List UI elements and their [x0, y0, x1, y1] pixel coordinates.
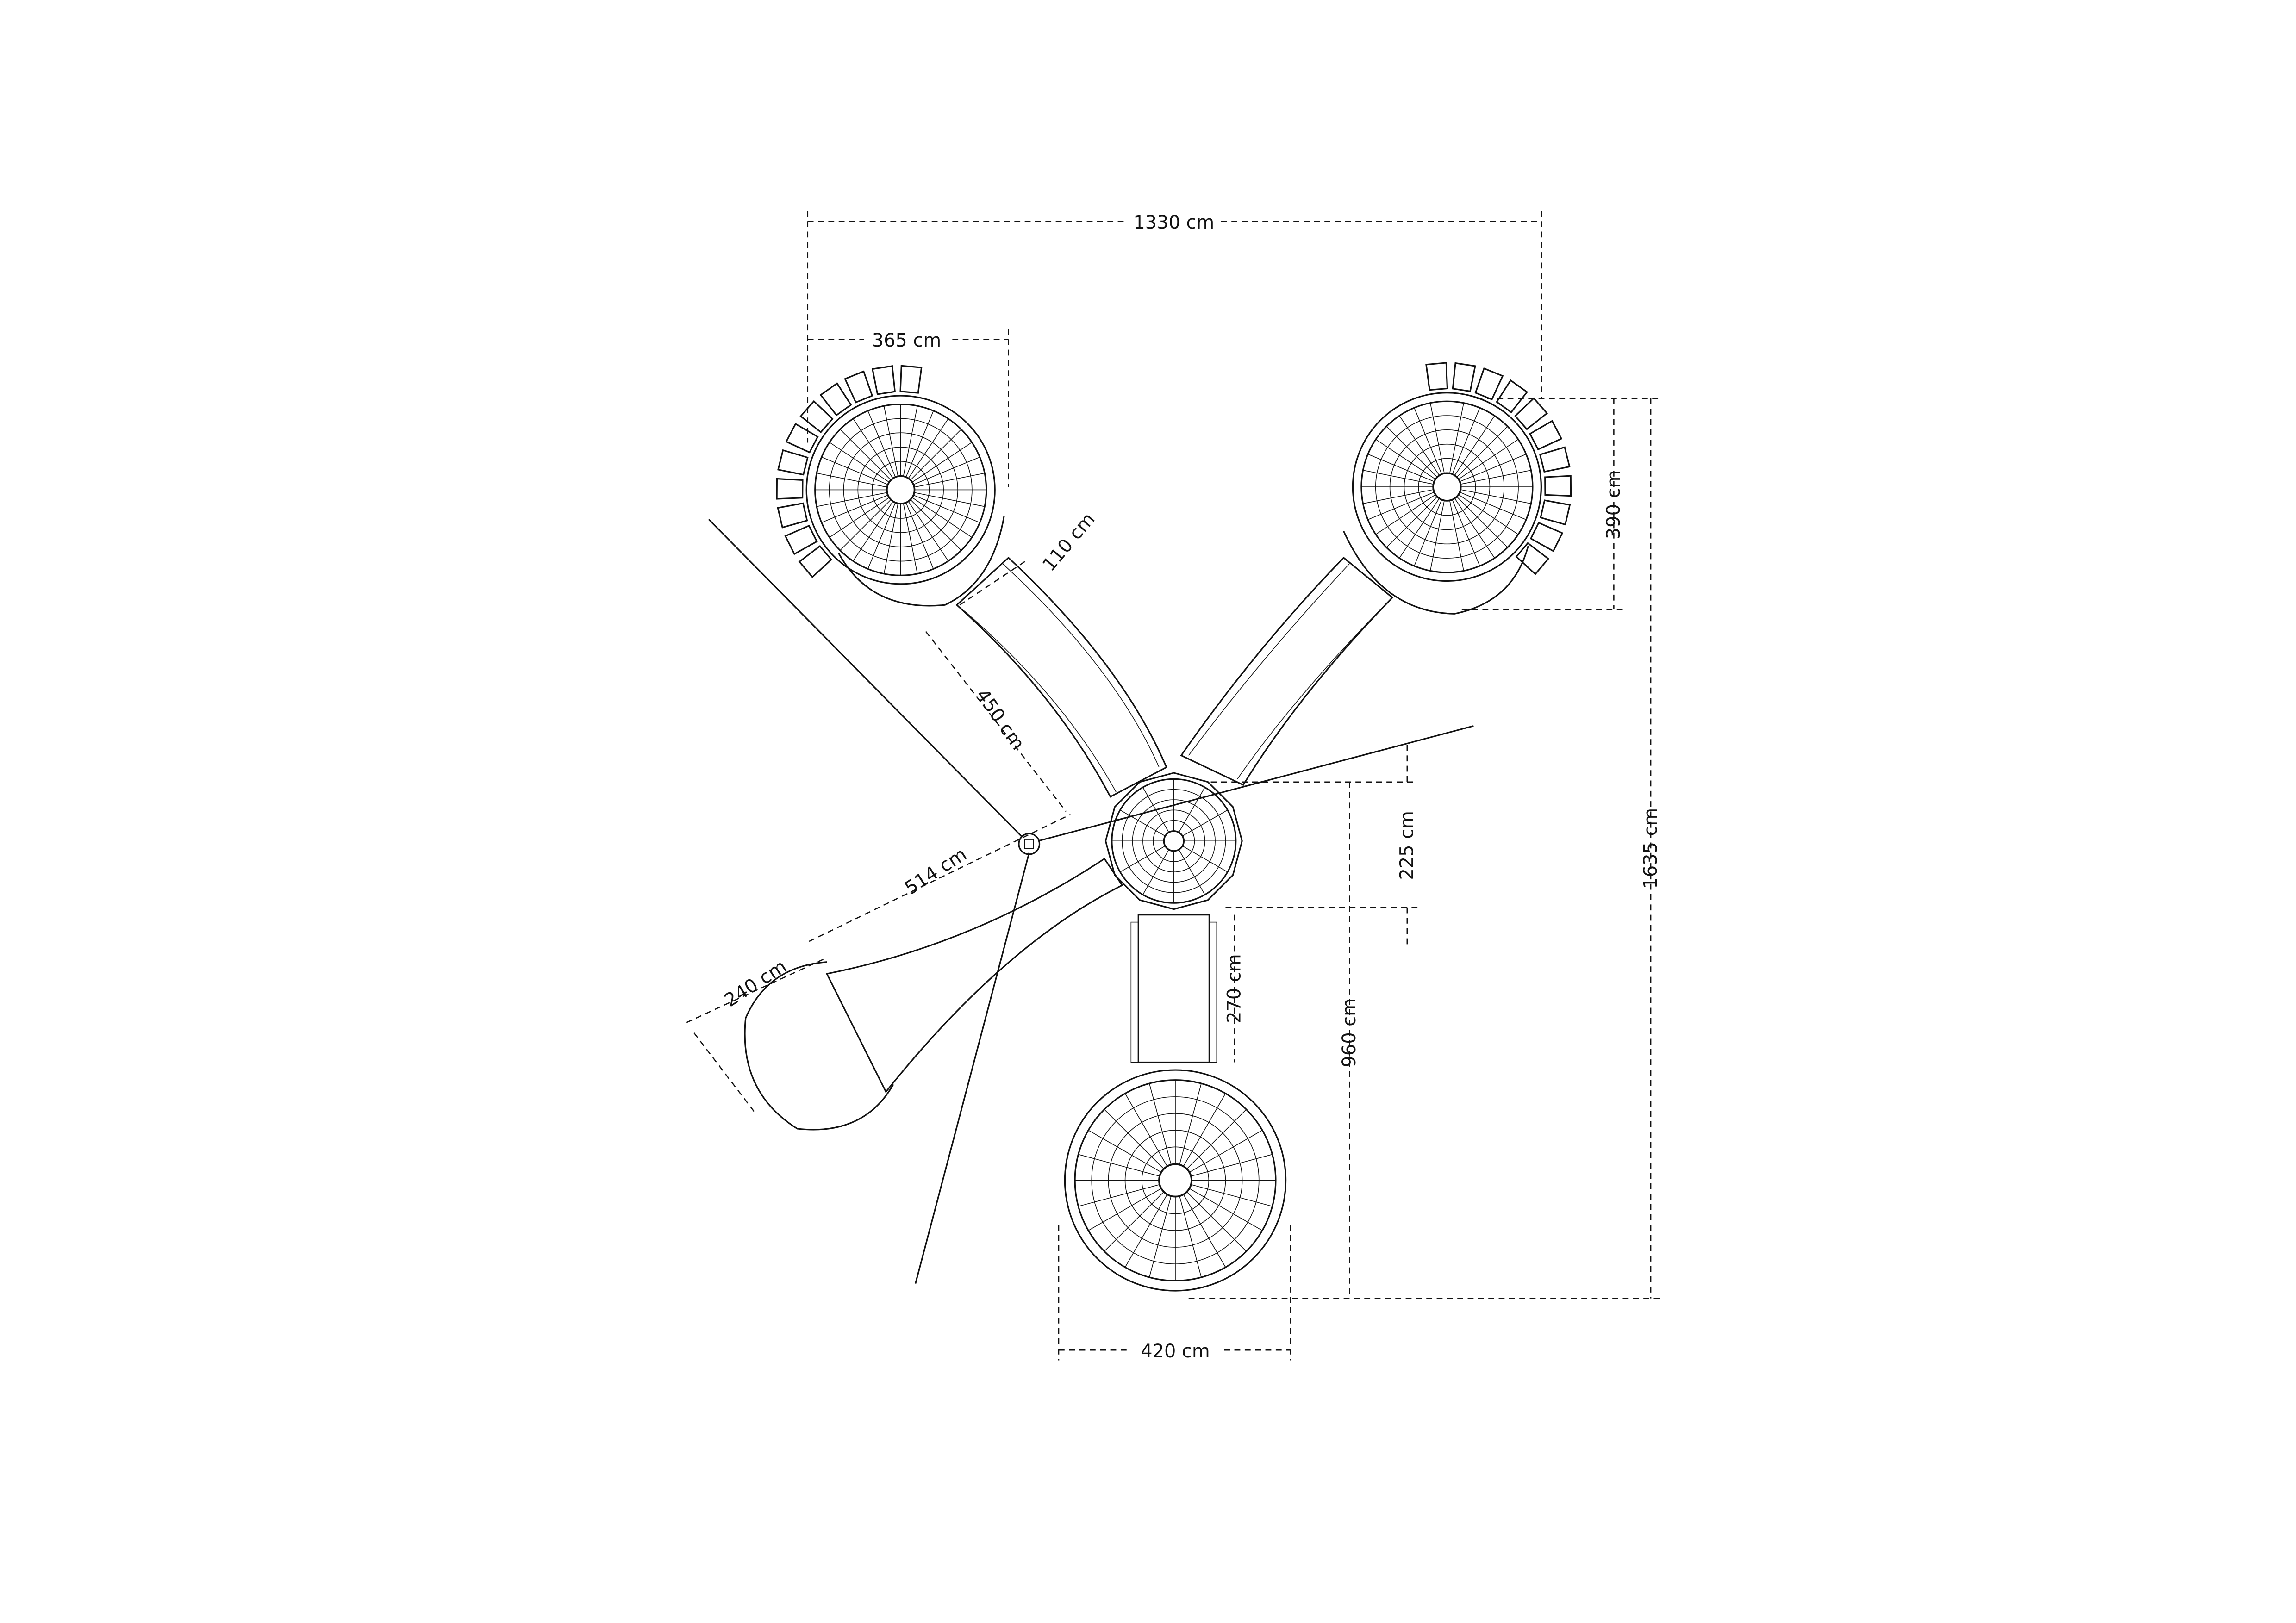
dim-tower-right-height: 390 cm [1603, 470, 1624, 539]
tower-panel [1529, 522, 1564, 552]
tower-panel [1515, 542, 1550, 575]
tower-panel [798, 545, 833, 578]
tower-panel [785, 423, 819, 454]
tower-panel [1539, 446, 1571, 473]
tower-panel [819, 382, 852, 417]
dim-bottom-slide-length: 270 cm [1223, 954, 1245, 1023]
tower-panel [1496, 379, 1529, 413]
tower-panel [844, 370, 873, 404]
dim-overall-height: 1635 cm [1640, 808, 1661, 889]
tower-panel [1452, 362, 1476, 392]
tower-top-right [1352, 362, 1572, 582]
dim-hub-to-bottom: 960 cm [1339, 998, 1360, 1067]
tower-panel [899, 365, 923, 394]
slide-bottom [1130, 914, 1217, 1063]
tower-panel [1544, 475, 1572, 497]
dim-hub-height: 225 cm [1397, 811, 1418, 880]
tower-panel [777, 449, 809, 476]
tower-panel [1540, 499, 1571, 526]
dim-bottom-tower-width: 420 cm [1141, 1341, 1210, 1362]
dim-overall-width: 1330 cm [1133, 212, 1214, 233]
dimension-lines [686, 211, 1661, 1361]
tower-panel [777, 502, 808, 529]
tower-panel [1529, 420, 1563, 451]
tower-panel [1474, 367, 1504, 401]
tower-panel [776, 478, 804, 500]
slide-left [955, 556, 1167, 798]
tower-top-left [776, 365, 996, 585]
tower-bottom [1064, 1069, 1287, 1292]
slide-right [1180, 556, 1394, 786]
anchor-point [1018, 833, 1041, 855]
central-hub [1104, 772, 1243, 910]
climbing-bridge [744, 858, 1123, 1131]
tower-panel [1425, 362, 1448, 391]
tower-panel [1514, 397, 1548, 430]
tower-panel [871, 365, 896, 395]
tower-panel [784, 524, 818, 555]
dim-tower-left-width: 365 cm [872, 330, 942, 351]
